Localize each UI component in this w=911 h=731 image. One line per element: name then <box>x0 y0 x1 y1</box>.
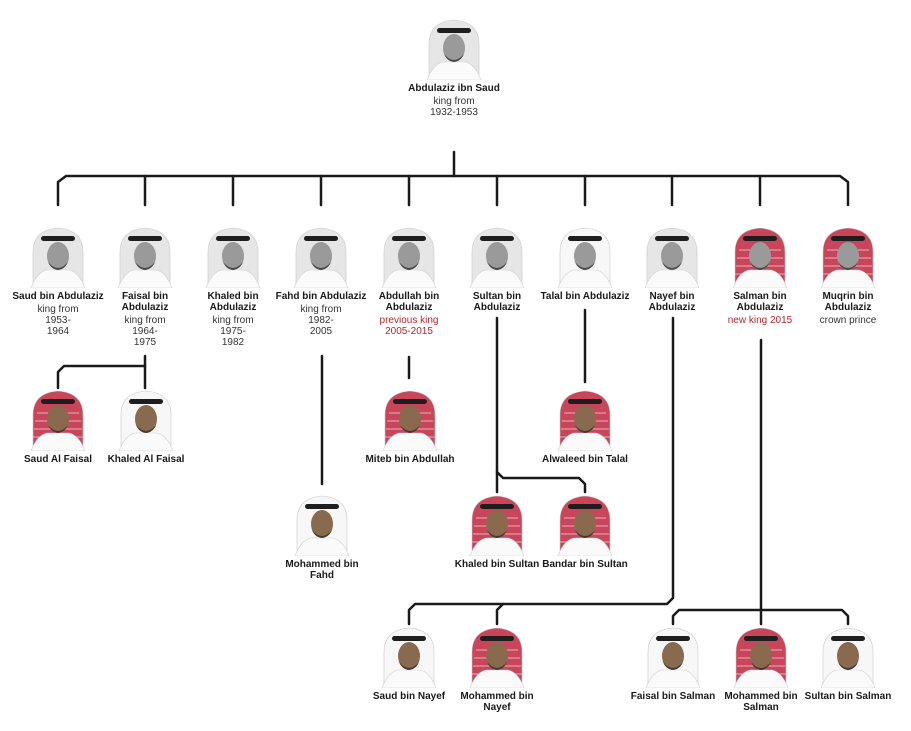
connector-nayef-sons <box>495 316 675 626</box>
grandson-2: Miteb bin Abdullah <box>355 385 465 465</box>
person-name: Saud Al Faisal <box>24 454 92 465</box>
person-portrait-icon <box>556 222 614 289</box>
person-name: Talal bin Abdulaziz <box>540 291 630 302</box>
person-portrait-icon <box>819 222 877 289</box>
person-portrait-icon <box>556 490 614 557</box>
reign-note: king from 1982- 2005 <box>300 304 342 337</box>
reign-note: previous king 2005-2015 <box>379 315 439 337</box>
reign-note: king from 1964- 1975 <box>124 315 166 348</box>
person-portrait-icon <box>381 385 439 452</box>
person-portrait-icon <box>732 622 790 689</box>
connector-lines <box>56 150 850 626</box>
person-portrait-icon <box>644 622 702 689</box>
son-7: Nayef bin Abdulaziz <box>617 222 727 313</box>
person-name: Muqrin bin Abdulaziz <box>822 291 874 313</box>
grandson-0: Saud Al Faisal <box>3 385 113 465</box>
son-9: Muqrin bin Abdulaziz crown prince <box>793 222 903 326</box>
reign-note: crown prince <box>819 315 877 326</box>
person-portrait-icon <box>116 222 174 289</box>
person-name: Faisal bin Abdulaziz <box>121 291 169 313</box>
person-portrait-icon <box>380 622 438 689</box>
person-name: Khaled bin Sultan <box>454 559 540 570</box>
person-name: Saud bin Abdulaziz <box>12 291 104 302</box>
grandson-8: Mohammed bin Nayef <box>442 622 552 713</box>
person-portrait-icon <box>556 385 614 452</box>
person-portrait-icon <box>293 490 351 557</box>
person-name: Miteb bin Abdullah <box>365 454 455 465</box>
person-name: Khaled bin Abdulaziz <box>207 291 259 313</box>
son-6: Talal bin Abdulaziz <box>530 222 640 302</box>
son-3: Fahd bin Abdulaziz king from 1982- 2005 <box>266 222 376 337</box>
connector-sons-bus <box>56 174 850 207</box>
person-name: Mohammed bin Nayef <box>460 691 534 713</box>
person-portrait-icon <box>380 222 438 289</box>
person-portrait-icon <box>468 622 526 689</box>
person-name: Sultan bin Salman <box>804 691 892 702</box>
grandson-5: Khaled bin Sultan <box>442 490 552 570</box>
person-name: Nayef bin Abdulaziz <box>648 291 696 313</box>
person-portrait-icon <box>29 222 87 289</box>
son-0: Saud bin Abdulaziz king from 1953- 1964 <box>3 222 113 337</box>
reign-note: new king 2015 <box>727 315 793 326</box>
person-name: Salman bin Abdulaziz <box>733 291 787 313</box>
son-8: Salman bin Abdulaziz new king 2015 <box>705 222 815 326</box>
grandson-9: Faisal bin Salman <box>618 622 728 702</box>
grandson-3: Alwaleed bin Talal <box>530 385 640 465</box>
person-portrait-icon <box>204 222 262 289</box>
person-name: Faisal bin Salman <box>630 691 716 702</box>
grandson-10: Mohammed bin Salman <box>706 622 816 713</box>
son-5: Sultan bin Abdulaziz <box>442 222 552 313</box>
person-portrait-icon <box>292 222 350 289</box>
grandson-6: Bandar bin Sultan <box>530 490 640 570</box>
person-name: Bandar bin Sultan <box>542 559 628 570</box>
person-name: Fahd bin Abdulaziz <box>275 291 367 302</box>
person-portrait-icon <box>29 385 87 452</box>
person-portrait-icon <box>819 622 877 689</box>
reign-note: king from 1975- 1982 <box>212 315 254 348</box>
reign-note: king from 1932-1953 <box>430 96 478 118</box>
grandson-11: Sultan bin Salman <box>793 622 903 702</box>
person-portrait-icon <box>117 385 175 452</box>
root-abdulaziz-ibn-saud: Abdulaziz ibn Saud king from 1932-1953 <box>399 14 509 118</box>
person-portrait-icon <box>468 222 526 289</box>
person-name: Alwaleed bin Talal <box>542 454 628 465</box>
person-portrait-icon <box>468 490 526 557</box>
person-name: Mohammed bin Fahd <box>285 559 359 581</box>
person-name: Mohammed bin Salman <box>724 691 798 713</box>
reign-note: king from 1953- 1964 <box>37 304 79 337</box>
grandson-7: Saud bin Nayef <box>354 622 464 702</box>
person-name: Sultan bin Abdulaziz <box>472 291 522 313</box>
connector-faisal-sons <box>56 364 147 390</box>
person-portrait-icon <box>425 14 483 81</box>
person-name: Abdullah bin Abdulaziz <box>378 291 440 313</box>
person-name: Khaled Al Faisal <box>107 454 185 465</box>
person-portrait-icon <box>643 222 701 289</box>
person-name: Saud bin Nayef <box>372 691 446 702</box>
grandson-1: Khaled Al Faisal <box>91 385 201 465</box>
connector-nayef-saud <box>407 602 505 626</box>
person-name: Abdulaziz ibn Saud <box>408 83 500 94</box>
person-portrait-icon <box>731 222 789 289</box>
grandson-4: Mohammed bin Fahd <box>267 490 377 581</box>
connector-sultan-sons <box>495 316 587 494</box>
